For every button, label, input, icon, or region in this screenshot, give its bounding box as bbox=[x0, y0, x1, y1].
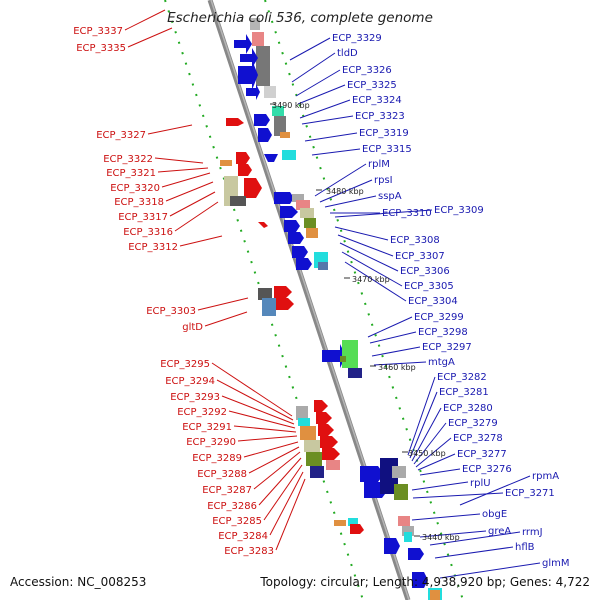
reverse-gene-track bbox=[234, 18, 442, 600]
gene-label: ECP_3306 bbox=[400, 266, 450, 277]
gene-label: ECP_3298 bbox=[418, 327, 468, 338]
gene-label: rpsI bbox=[374, 175, 393, 186]
gene-label: ECP_3307 bbox=[395, 251, 445, 262]
gene-label: ECP_3320 bbox=[110, 183, 160, 194]
tick-label: 3490 kbp bbox=[272, 101, 310, 110]
map-title: Escherichia coli 536, complete genome bbox=[167, 10, 433, 26]
gene-label: ECP_3315 bbox=[362, 144, 412, 155]
gene-label: hflB bbox=[515, 542, 535, 553]
gene-label: ECP_3310 bbox=[382, 208, 432, 219]
gene-label: ECP_3281 bbox=[439, 387, 489, 398]
tick-label: 3460 kbp bbox=[378, 363, 416, 372]
gene-label: ECP_3308 bbox=[390, 235, 440, 246]
gene-label: rrmJ bbox=[522, 527, 543, 538]
gene-label: ECP_3291 bbox=[182, 422, 232, 433]
tick-marks bbox=[270, 103, 420, 537]
gene-label: ECP_3318 bbox=[114, 197, 164, 208]
gene-label: mtgA bbox=[428, 357, 455, 368]
tick-label: 3480 kbp bbox=[326, 187, 364, 196]
summary-text: Topology: circular; Length: 4,938,920 bp… bbox=[259, 575, 590, 589]
gene-label: ECP_3292 bbox=[177, 407, 227, 418]
gene-label: rplM bbox=[368, 159, 390, 170]
gene-label: ECP_3326 bbox=[342, 65, 392, 76]
genome-backbone bbox=[207, 0, 411, 600]
gene-label: ECP_3322 bbox=[103, 154, 153, 165]
gene-label: ECP_3329 bbox=[332, 33, 382, 44]
gene-label: greA bbox=[488, 526, 511, 537]
gene-label: ECP_3287 bbox=[202, 485, 252, 496]
gene-label: ECP_3312 bbox=[128, 242, 178, 253]
gene-label: tldD bbox=[337, 48, 358, 59]
gene-label: ECP_3303 bbox=[146, 306, 196, 317]
gene-label: ECP_3317 bbox=[118, 212, 168, 223]
gene-label: ECP_3327 bbox=[96, 130, 146, 141]
gene-label: ECP_3285 bbox=[212, 516, 262, 527]
gene-label: ECP_3304 bbox=[408, 296, 458, 307]
gene-label: ECP_3282 bbox=[437, 372, 487, 383]
gene-label: ECP_3283 bbox=[224, 546, 274, 557]
gene-label: ECP_3337 bbox=[73, 26, 123, 37]
accession-text: Accession: NC_008253 bbox=[10, 575, 146, 589]
gene-label: ECP_3319 bbox=[359, 128, 409, 139]
gene-label: ECP_3299 bbox=[414, 312, 464, 323]
gene-label: ECP_3289 bbox=[192, 453, 242, 464]
gene-label: ECP_3279 bbox=[448, 418, 498, 429]
gene-label: gltD bbox=[182, 322, 203, 333]
tick-label: 3450 kbp bbox=[408, 449, 446, 458]
gene-label: ECP_3294 bbox=[165, 376, 215, 387]
gene-label: ECP_3323 bbox=[355, 111, 405, 122]
gene-label: ECP_3278 bbox=[453, 433, 503, 444]
tick-label: 3470 kbp bbox=[352, 275, 390, 284]
gene-label: ECP_3290 bbox=[186, 437, 236, 448]
forward-gene-track bbox=[220, 118, 440, 600]
right-connectors bbox=[289, 37, 541, 579]
gene-label: ECP_3305 bbox=[404, 281, 454, 292]
gene-label: ECP_3280 bbox=[443, 403, 493, 414]
gene-label: ECP_3316 bbox=[123, 227, 173, 238]
gene-label: ECP_3276 bbox=[462, 464, 512, 475]
gene-label: ECP_3293 bbox=[170, 392, 220, 403]
gene-label: obgE bbox=[482, 509, 507, 520]
gene-label: rpmA bbox=[532, 471, 559, 482]
gene-label: ECP_3321 bbox=[106, 168, 156, 179]
gene-label: ECP_3325 bbox=[347, 80, 397, 91]
gene-label: glmM bbox=[542, 558, 570, 569]
gene-label: ECP_3271 bbox=[505, 488, 555, 499]
gene-label: ECP_3284 bbox=[218, 531, 268, 542]
gene-label: rplU bbox=[470, 478, 491, 489]
gene-label: ECP_3286 bbox=[207, 501, 257, 512]
gene-label: sspA bbox=[378, 191, 402, 202]
gene-label: ECP_3297 bbox=[422, 342, 472, 353]
gene-label: ECP_3324 bbox=[352, 95, 402, 106]
tick-label: 3440 kbp bbox=[422, 533, 460, 542]
gene-label: ECP_3295 bbox=[160, 359, 210, 370]
left-connectors bbox=[124, 9, 306, 551]
gene-label: ECP_3277 bbox=[457, 449, 507, 460]
gene-label: ECP_3288 bbox=[197, 469, 247, 480]
gene-label: ECP_3309 bbox=[434, 205, 484, 216]
gene-label: ECP_3335 bbox=[76, 43, 126, 54]
